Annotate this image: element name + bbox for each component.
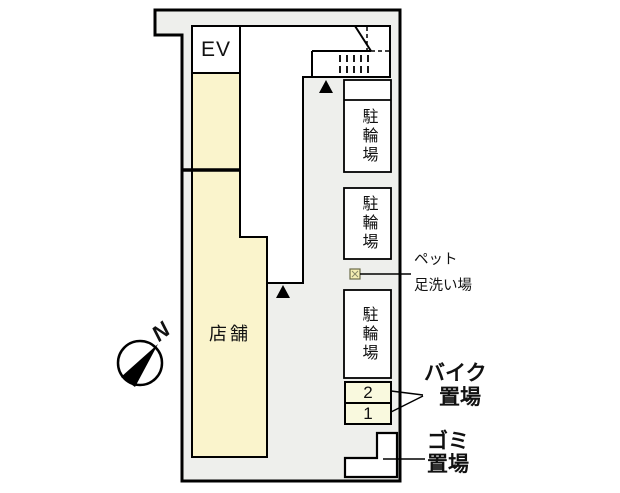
bike-spot-1-box [344,402,392,425]
bicycle-parking-label-2: 駐輪場 [359,195,377,252]
bike-area-note-line1: バイク [424,362,487,385]
bike-spot-1-leader [390,395,424,413]
leader-lines [360,273,425,460]
entrance-arrow-icon-bottom [276,285,290,298]
compass-icon [116,339,164,387]
stairs-treads [339,55,369,73]
store-area-upper [191,72,241,171]
elevator-label: EV [200,37,231,61]
pet-wash-note-line2: 足洗い場 [414,278,472,294]
bike-spot-2-number: 2 [363,382,373,402]
entrance-arrow-icon-top [319,80,333,93]
store-label: 店舗 [209,324,251,344]
pet-wash-icon [349,268,361,280]
bicycle-parking-label-3: 駐輪場 [359,305,377,363]
bike-spot-1-number: 1 [363,403,373,423]
garbage-note: ゴミ 置場 [427,430,469,476]
bike-area-note: バイク 置場 [424,362,487,410]
bike-spot-2-leader [390,390,424,396]
garbage-note-line1: ゴミ [427,430,469,453]
stairs [311,25,390,77]
garbage-note-line2: 置場 [427,453,469,476]
bike-area-note-line2: 置場 [439,386,481,409]
pet-wash-note: ペット 足洗い場 [414,247,472,299]
bicycle-parking-box-3 [343,289,392,379]
bicycle-parking-box-1 [343,79,392,173]
stairs-break-line [354,25,372,52]
bicycle-parking-label-1: 駐輪場 [359,107,377,165]
garbage-area-shape [343,431,399,479]
bicycle-parking-box-2 [343,187,392,260]
pet-wash-note-line1: ペット [414,252,458,268]
